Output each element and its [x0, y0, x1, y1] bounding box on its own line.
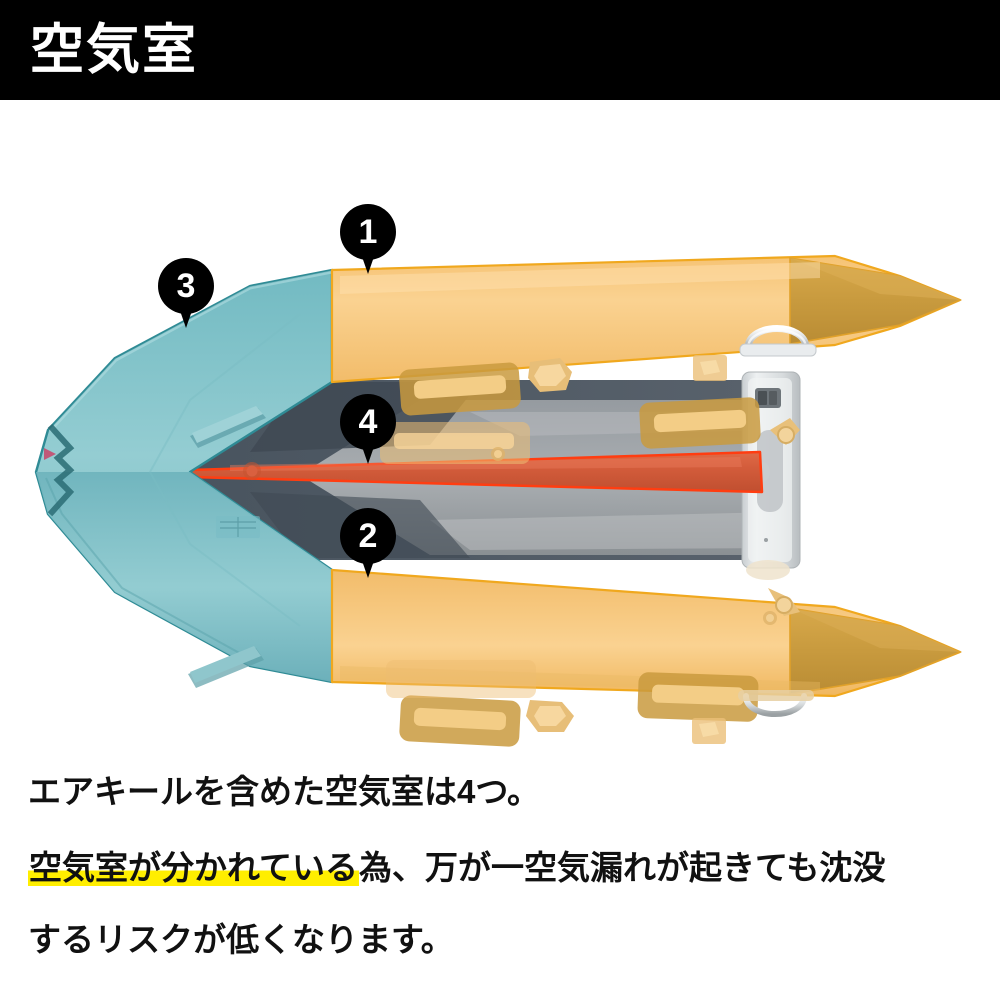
copy-line-3: するリスクが低くなります。: [28, 921, 454, 958]
callout-pin-4[interactable]: 4: [340, 394, 396, 464]
valve-cap: [491, 447, 505, 461]
aqua-marina-logo: [44, 423, 75, 517]
body-copy: エアキールを含めた空気室は4つ。 空気室が分かれている為、万が一空気漏れが起きて…: [0, 750, 1000, 1000]
tube-handle-1: [399, 362, 521, 416]
callout-pin-2-label: 2: [340, 508, 396, 564]
callout-pin-1[interactable]: 1: [340, 204, 396, 274]
copy-line-2-rest: 為、万が一空気漏れが起きても沈没: [359, 849, 886, 886]
tube-handle-2: [639, 397, 761, 449]
stern-patch-bottom: [692, 718, 726, 744]
oarlock-fitting: [528, 358, 572, 392]
oarlock-fitting-lower: [526, 700, 574, 732]
page-title: 空気室: [30, 20, 198, 80]
tube-pad-1: [380, 422, 530, 464]
callout-pin-3-tail: [177, 302, 195, 328]
bow-d-ring-top: [770, 418, 800, 445]
port-yellow-tube: [330, 568, 963, 747]
stern-patch-top: [693, 355, 727, 381]
copy-line-2-highlight: 空気室が分かれている: [28, 849, 360, 886]
callout-pin-2[interactable]: 2: [340, 508, 396, 578]
copy-line-2: 空気室が分かれている為、万が一空気漏れが起きても沈没: [28, 846, 885, 890]
callout-pin-2-tail: [359, 552, 377, 578]
teal-bow-chamber: [34, 268, 334, 688]
tube-handle-3: [399, 695, 521, 747]
bow-handle-lower: [188, 646, 264, 688]
header-bar: 空気室: [0, 0, 1000, 100]
tube-handle-4: [637, 672, 759, 722]
callout-pin-1-tail: [359, 248, 377, 274]
starboard-yellow-tube: [330, 254, 963, 464]
inflatable-boat-diagram: [34, 254, 963, 747]
illustration-stage: 1 3 4 2: [0, 100, 1000, 750]
label-patch: [216, 516, 260, 538]
tube-pad-2: [386, 660, 536, 698]
stern-grab-handle-lower: [738, 690, 814, 717]
bow-handle-upper: [190, 406, 266, 448]
valve-cap-lower: [763, 611, 777, 625]
callout-pin-4-tail: [359, 438, 377, 464]
stern-grab-handle: [739, 325, 817, 357]
copy-line-1: エアキールを含めた空気室は4つ。: [28, 773, 541, 810]
bow-d-ring-bottom: [768, 588, 800, 616]
callout-pin-3[interactable]: 3: [158, 258, 214, 328]
